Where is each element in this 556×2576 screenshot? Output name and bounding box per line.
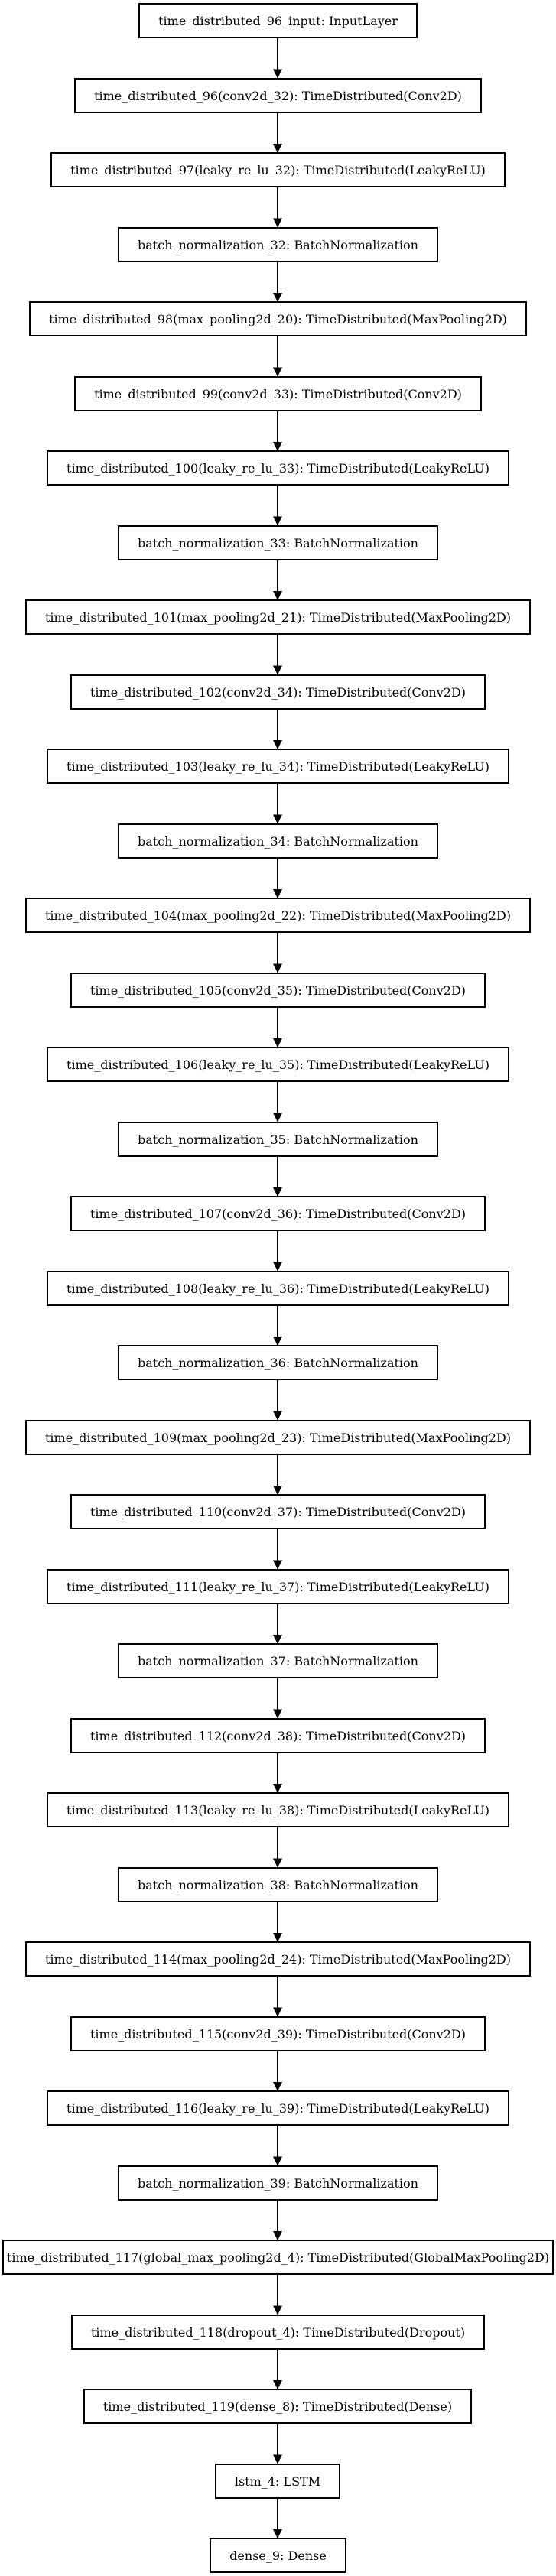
layer-node: batch_normalization_39: BatchNormalizati…: [118, 2165, 438, 2201]
layer-node: lstm_4: LSTM: [215, 2464, 340, 2499]
layer-node: dense_9: Dense: [210, 2538, 346, 2573]
layer-node: time_distributed_104(max_pooling2d_22): …: [25, 898, 531, 933]
layer-node: time_distributed_109(max_pooling2d_23): …: [25, 1420, 531, 1455]
layer-node: time_distributed_116(leaky_re_lu_39): Ti…: [47, 2090, 509, 2126]
layer-node: time_distributed_99(conv2d_33): TimeDist…: [74, 376, 482, 411]
layer-node: time_distributed_106(leaky_re_lu_35): Ti…: [47, 1047, 509, 1082]
layer-node: time_distributed_97(leaky_re_lu_32): Tim…: [50, 152, 506, 187]
layer-node: time_distributed_96(conv2d_32): TimeDist…: [74, 78, 482, 113]
layer-node: time_distributed_105(conv2d_35): TimeDis…: [70, 973, 486, 1008]
layer-node: batch_normalization_37: BatchNormalizati…: [118, 1643, 438, 1678]
layer-node: time_distributed_101(max_pooling2d_21): …: [25, 599, 531, 635]
layer-node: time_distributed_118(dropout_4): TimeDis…: [71, 2315, 485, 2350]
layer-node: time_distributed_102(conv2d_34): TimeDis…: [70, 674, 486, 710]
layer-node: time_distributed_110(conv2d_37): TimeDis…: [70, 1494, 486, 1529]
layer-node: time_distributed_98(max_pooling2d_20): T…: [29, 301, 527, 336]
layer-node: time_distributed_100(leaky_re_lu_33): Ti…: [47, 450, 509, 486]
layer-node: time_distributed_113(leaky_re_lu_38): Ti…: [47, 1792, 509, 1827]
layer-node: batch_normalization_32: BatchNormalizati…: [118, 227, 438, 262]
layer-node: batch_normalization_33: BatchNormalizati…: [118, 525, 438, 560]
layer-node: time_distributed_119(dense_8): TimeDistr…: [83, 2389, 472, 2424]
layer-node: batch_normalization_34: BatchNormalizati…: [118, 823, 438, 859]
layer-node: time_distributed_112(conv2d_38): TimeDis…: [70, 1718, 486, 1753]
layer-node: time_distributed_115(conv2d_39): TimeDis…: [70, 2016, 486, 2051]
layer-node: time_distributed_103(leaky_re_lu_34): Ti…: [47, 749, 509, 784]
layer-node: time_distributed_114(max_pooling2d_24): …: [25, 1941, 531, 1977]
layer-node: time_distributed_96_input: InputLayer: [138, 3, 418, 38]
layer-node: batch_normalization_35: BatchNormalizati…: [118, 1122, 438, 1157]
layer-node: time_distributed_107(conv2d_36): TimeDis…: [70, 1196, 486, 1231]
layer-node: time_distributed_108(leaky_re_lu_36): Ti…: [47, 1271, 509, 1306]
layer-node: time_distributed_111(leaky_re_lu_37): Ti…: [47, 1569, 509, 1604]
layer-node: batch_normalization_38: BatchNormalizati…: [118, 1867, 438, 1902]
layer-node: time_distributed_117(global_max_pooling2…: [2, 2240, 554, 2275]
layer-node: batch_normalization_36: BatchNormalizati…: [118, 1345, 438, 1380]
